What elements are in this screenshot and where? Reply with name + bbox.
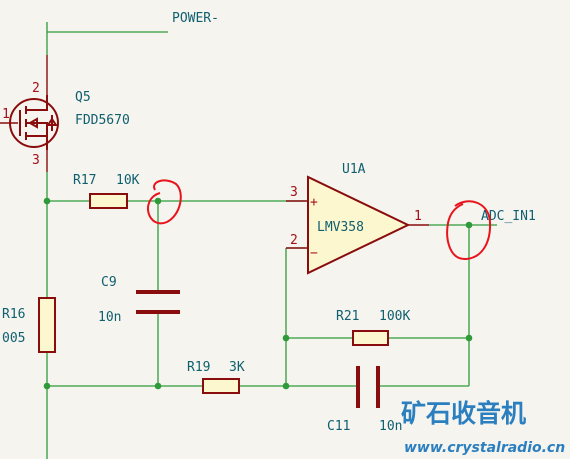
opamp-minus-sign: − <box>310 246 318 261</box>
junctions <box>43 197 473 390</box>
r19-reference: R19 <box>187 360 210 375</box>
red-circle-mark <box>147 179 182 225</box>
q5-reference: Q5 <box>75 90 91 105</box>
c9-value: 10n <box>98 310 121 325</box>
q5-pin-drain-number: 2 <box>32 81 40 96</box>
opamp-pin2-number: 2 <box>290 233 298 248</box>
junction-dot <box>282 334 290 342</box>
u1a-value: LMV358 <box>317 220 364 235</box>
resistor-r19 <box>202 378 240 394</box>
r16-reference: R16 <box>2 307 25 322</box>
junction-dot <box>43 382 51 390</box>
c9-reference: C9 <box>101 275 117 290</box>
q5-body-diode <box>46 115 58 131</box>
wire-feedback-vertical <box>285 247 305 386</box>
junction-dot <box>43 197 51 205</box>
r21-value: 100K <box>379 309 410 324</box>
wire-output <box>429 224 497 386</box>
watermark-url: www.crystalradio.cn <box>404 440 565 456</box>
resistor-r16 <box>38 297 56 353</box>
opamp-pin3-number: 3 <box>290 185 298 200</box>
q5-arrow <box>27 117 38 129</box>
opamp-pin1-number: 1 <box>414 209 422 224</box>
u1a-reference: U1A <box>342 162 366 177</box>
watermark-chinese: 矿石收音机 <box>401 399 526 428</box>
q5-value: FDD5670 <box>75 113 130 128</box>
r17-value: 10K <box>116 173 140 188</box>
capacitor-c11 <box>356 366 380 408</box>
junction-dot <box>465 334 473 342</box>
junction-dot <box>154 382 162 390</box>
net-label-adc: ADC_IN1 <box>481 209 536 224</box>
wires <box>46 22 497 459</box>
resistor-r17 <box>89 193 128 209</box>
c11-value: 10n <box>379 419 402 434</box>
r21-reference: R21 <box>336 309 359 324</box>
mosfet-q5: 2 3 1 <box>0 55 59 172</box>
net-label-power: POWER- <box>172 11 219 26</box>
red-annotation-marks <box>147 179 492 261</box>
junction-dot <box>465 221 473 229</box>
resistor-r21 <box>352 330 389 346</box>
q5-leads <box>26 95 48 150</box>
r16-value: 005 <box>2 331 25 346</box>
junction-dot <box>282 382 290 390</box>
junction-dot <box>154 197 162 205</box>
r19-value: 3K <box>229 360 245 375</box>
opamp-u1a: + − 3 2 1 <box>286 175 429 275</box>
q5-pin-source-number: 3 <box>32 153 40 168</box>
red-circle-mark <box>446 200 492 261</box>
opamp-plus-sign: + <box>310 195 318 210</box>
opamp-body <box>307 175 411 275</box>
wire-power <box>46 22 168 55</box>
c11-reference: C11 <box>327 419 350 434</box>
r17-reference: R17 <box>73 173 96 188</box>
capacitor-c9 <box>136 290 180 314</box>
q5-pin-gate-number: 1 <box>2 107 10 122</box>
q5-body-circle <box>9 98 59 148</box>
